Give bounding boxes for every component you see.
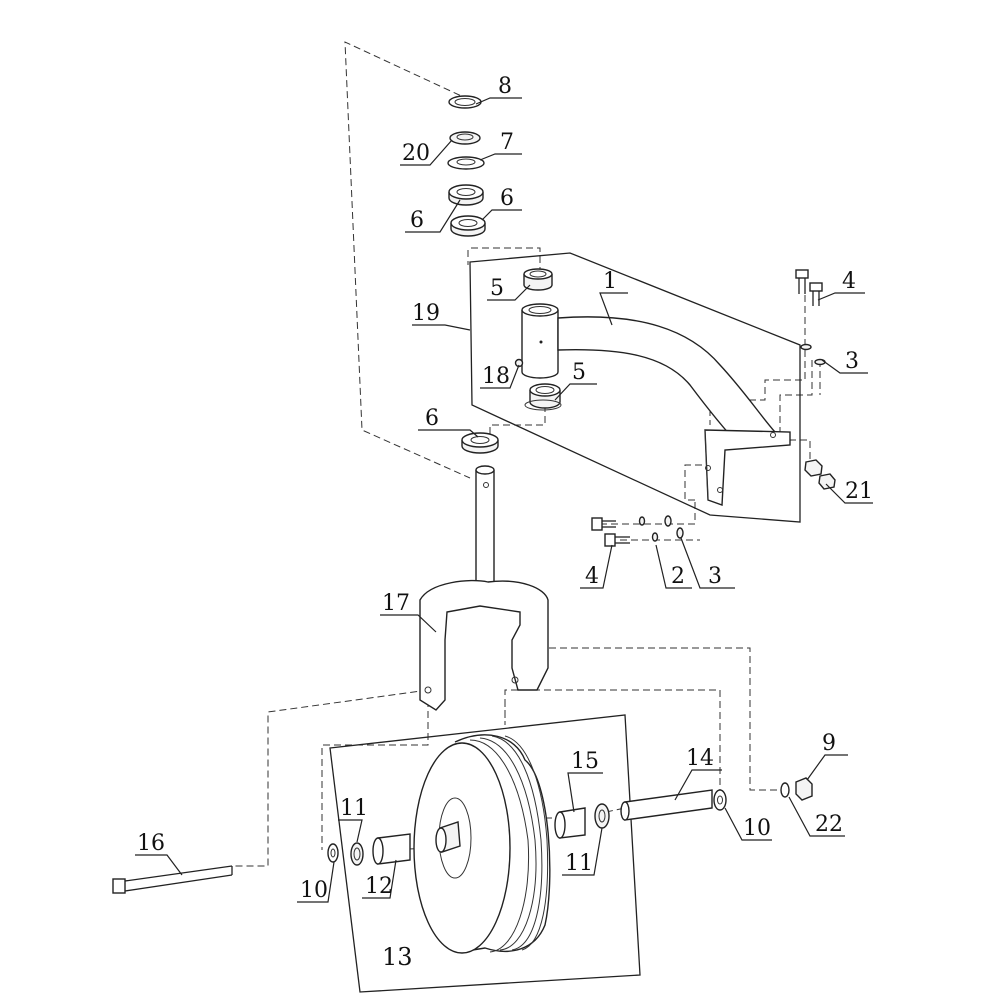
- callout-16: 16: [137, 831, 165, 856]
- callout-11: 11: [340, 796, 368, 821]
- callout-6: 6: [425, 406, 439, 431]
- spacer-15: [554, 807, 586, 839]
- callout-19: 19: [412, 301, 440, 326]
- bearing-6-upper-b: [450, 215, 486, 237]
- bearing-11-right: [594, 803, 610, 829]
- bushing-5-top: [523, 268, 553, 291]
- callout-11: 11: [565, 851, 593, 876]
- callout-15: 15: [571, 749, 599, 774]
- fork-17: [419, 465, 549, 711]
- callout-12: 12: [365, 874, 393, 899]
- nut-9: [795, 777, 813, 801]
- bolt-4-upper-a: [795, 269, 809, 294]
- callout-4: 4: [585, 564, 599, 589]
- callout-5: 5: [490, 276, 504, 301]
- washer-10-right: [713, 789, 727, 811]
- nut-21-b: [818, 473, 836, 490]
- callout-6: 6: [410, 208, 424, 233]
- nut-21-a: [804, 459, 823, 477]
- callout-10: 10: [300, 878, 328, 903]
- callout-3: 3: [845, 349, 859, 374]
- callout-9: 9: [822, 731, 836, 756]
- leader-lines: [135, 97, 873, 903]
- wheel-13: [413, 734, 551, 954]
- washer-22: [780, 782, 790, 798]
- callout-18: 18: [482, 364, 510, 389]
- callout-2: 2: [671, 564, 685, 589]
- axle-14: [620, 789, 713, 821]
- assembly-guide-lines: [235, 41, 821, 867]
- pivot-tube: [521, 303, 559, 379]
- bearing-11-left: [350, 842, 364, 866]
- callout-17: 17: [382, 591, 410, 616]
- callout-7: 7: [500, 130, 514, 155]
- washer-2-b: [651, 532, 659, 542]
- retaining-ring-8: [448, 95, 482, 109]
- callout-20: 20: [402, 141, 430, 166]
- bolt-4-upper-b: [809, 282, 823, 306]
- subassembly-19-frame: [469, 252, 801, 523]
- subassembly-13-frame: [329, 714, 641, 993]
- bolt-4-lower-a: [591, 517, 616, 531]
- washer-3-upper-a: [800, 343, 812, 351]
- washer-10-left: [327, 843, 339, 863]
- callout-10: 10: [743, 816, 771, 841]
- callout-5: 5: [572, 360, 586, 385]
- callout-4: 4: [842, 269, 856, 294]
- bearing-6-lower: [461, 432, 499, 454]
- washer-3-a: [664, 515, 672, 527]
- callout-13: 13: [382, 943, 413, 971]
- callout-6: 6: [500, 186, 514, 211]
- bolt-16: [112, 865, 233, 894]
- callout-22: 22: [815, 812, 843, 837]
- arm-1: [557, 316, 793, 506]
- washer-7: [447, 156, 485, 170]
- callout-8: 8: [498, 74, 512, 99]
- seal-20: [449, 131, 481, 145]
- callout-3: 3: [708, 564, 722, 589]
- bolt-4-lower-b: [604, 533, 630, 547]
- bushing-5-bottom: [524, 383, 562, 411]
- callout-14: 14: [686, 746, 714, 771]
- callout-labels: 8 20 7 6 6 5 1 19 18 5 4 3 6 21 4 2 3 17…: [137, 74, 873, 971]
- washer-2-a: [638, 516, 646, 526]
- callout-1: 1: [603, 269, 617, 294]
- bearing-6-upper-a: [448, 184, 484, 206]
- washer-3-upper-b: [814, 358, 826, 366]
- spacer-12: [372, 833, 411, 865]
- callout-21: 21: [845, 479, 873, 504]
- washer-3-b: [676, 527, 684, 539]
